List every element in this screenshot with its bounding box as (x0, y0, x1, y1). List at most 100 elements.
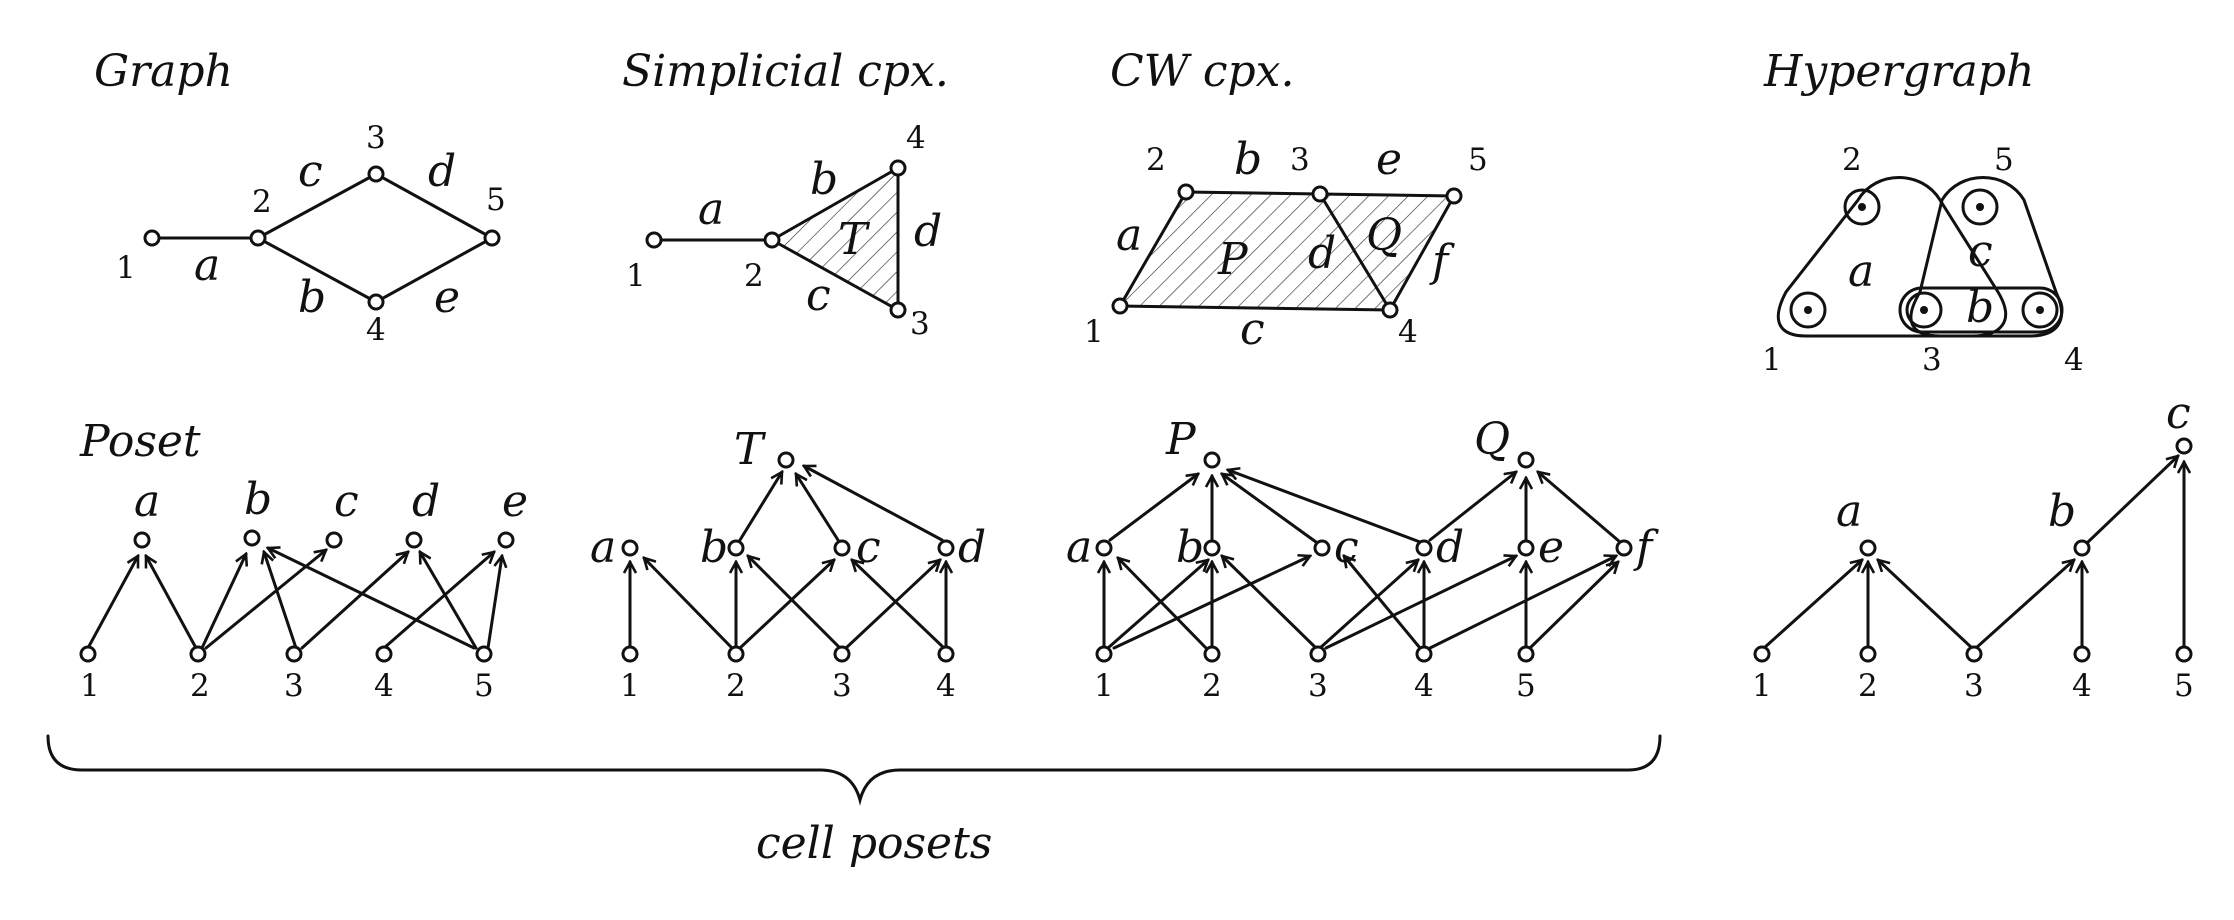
poset-arrow (200, 554, 246, 650)
graph-edge-c (256, 172, 378, 240)
simplicial-edge-b (770, 166, 900, 242)
poset-node-label: 5 (474, 668, 494, 704)
poset-arrow (1112, 556, 1310, 650)
graph-poset: Poset 1 2 3 4 5 a b c d e (79, 416, 528, 704)
poset-node (1095, 539, 1113, 557)
poset-arrow (1108, 474, 1198, 542)
poset-arrow (1318, 560, 1418, 650)
cw-vertex-label: 4 (1398, 314, 1418, 350)
poset-node (189, 645, 207, 663)
poset-arrow (852, 560, 946, 650)
poset-node (79, 645, 97, 663)
poset-node (1517, 645, 1535, 663)
hypergraph-vertex-ring (1789, 291, 1827, 329)
hypergraph-panel: Hypergraph 1 2 3 4 5 a b c (1762, 46, 2084, 378)
poset-arrow (382, 552, 494, 650)
poset-arrow (748, 556, 842, 650)
poset-node (133, 531, 151, 549)
cw-edge-a (1118, 190, 1188, 308)
cw-vertex (1445, 187, 1463, 205)
graph-vertex (367, 165, 385, 183)
poset-node-label: 1 (620, 668, 640, 704)
cw-vertex (1311, 185, 1329, 203)
hypergraph-vertex (1858, 203, 1866, 211)
graph-edge-e (374, 236, 494, 304)
poset-node (497, 531, 515, 549)
poset-node-label: 2 (1858, 668, 1878, 704)
poset-arrow (86, 556, 140, 650)
simplicial-vertex (763, 231, 781, 249)
poset-arrow (794, 474, 840, 542)
poset-node (1615, 539, 1633, 557)
poset-node-label: e (502, 476, 528, 527)
poset-node (243, 529, 261, 547)
poset-node-label: c (1334, 522, 1359, 573)
poset-node-label: 1 (80, 668, 100, 704)
poset-node-label: c (2166, 388, 2191, 439)
graph-vertex-label: 5 (486, 182, 506, 218)
poset-node-label: 4 (936, 668, 956, 704)
simplicial-edge-label: b (810, 154, 838, 205)
poset-arrow (844, 560, 940, 650)
cw-vertex-label: 3 (1290, 142, 1310, 178)
hypergraph-vertex (2036, 306, 2044, 314)
graph-vertex (143, 229, 161, 247)
hypergraph-poset: 1 2 3 4 5 a b c (1752, 388, 2194, 704)
poset-node-label: 2 (1202, 668, 1222, 704)
poset-node (2175, 645, 2193, 663)
graph-edge-b (256, 236, 378, 304)
poset-node-label: 4 (374, 668, 394, 704)
poset-node-label: 1 (1094, 668, 1114, 704)
simplicial-vertex-label: 3 (910, 306, 930, 342)
cw-edge-d (1318, 192, 1392, 312)
poset-arrow (144, 556, 198, 650)
graph-edge-d (374, 172, 494, 240)
hypergraph-vertex-ring (1843, 188, 1881, 226)
poset-node (777, 451, 795, 469)
brace-curve (46, 734, 1662, 806)
poset-node (2073, 539, 2091, 557)
hypergraph-vertex (1804, 306, 1812, 314)
poset-node-label: d (1436, 522, 1464, 573)
hypergraph-vertex (1976, 203, 1984, 211)
poset-arrow (1222, 556, 1318, 650)
cw-vertex-label: 2 (1146, 142, 1166, 178)
poset-arrow (738, 472, 784, 542)
cw-edge-b (1184, 190, 1322, 196)
hypergraph-title: Hypergraph (1763, 46, 2034, 97)
hypergraph-vertex-label: 5 (1994, 142, 2014, 178)
hyperedge-label: a (1848, 246, 1874, 297)
hyperedge-label: b (1966, 282, 1994, 333)
cw-edge-e (1318, 192, 1456, 198)
cw-face-P (1120, 192, 1390, 310)
cw-face-label: Q (1366, 210, 1402, 261)
poset-node (1965, 645, 1983, 663)
poset-node-label: d (412, 476, 440, 527)
graph-panel: Graph 1 2 3 4 5 a b c d e (94, 46, 506, 348)
simplicial-edge-label: c (806, 270, 831, 321)
cw-edge-label: e (1376, 134, 1402, 185)
cw-vertex (1111, 297, 1129, 315)
poset-arrow (486, 556, 502, 650)
poset-node (833, 645, 851, 663)
simplicial-panel: Simplicial cpx. 1 2 3 4 a b c d T (622, 46, 949, 342)
poset-node-label: T (734, 424, 767, 475)
poset-arrow (268, 548, 476, 650)
poset-node-label: 4 (1414, 668, 1434, 704)
poset-arrow (1538, 472, 1622, 544)
poset-node (833, 539, 851, 557)
poset-node (2175, 437, 2193, 455)
graph-vertex-label: 1 (116, 250, 136, 286)
poset-arrow (300, 552, 408, 650)
simplicial-vertex (645, 231, 663, 249)
poset-arrow (1324, 556, 1516, 650)
graph-vertex-label: 4 (366, 312, 386, 348)
cw-face-label: P (1217, 234, 1249, 285)
graph-vertex (367, 293, 385, 311)
hypergraph-vertex-label: 2 (1842, 142, 1862, 178)
poset-node-label: 2 (726, 668, 746, 704)
poset-node (1517, 539, 1535, 557)
poset-arrow (2086, 456, 2178, 544)
cw-edge-c (1118, 304, 1392, 312)
poset-node-label: a (134, 476, 160, 527)
